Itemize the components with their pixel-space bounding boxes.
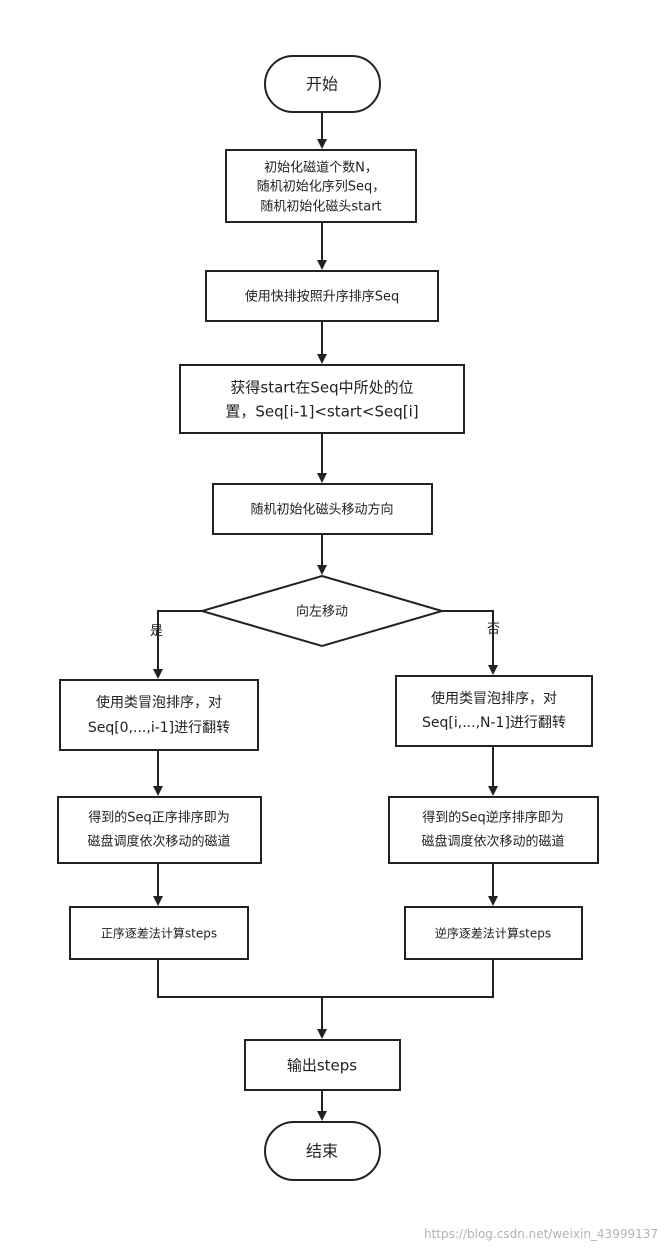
right-result-node: 得到的Seq逆序排序即为 磁盘调度依次移动的磁道	[388, 796, 599, 864]
connector-decision-right	[442, 610, 498, 675]
connector-right-calc-merge	[322, 959, 494, 998]
decision-node: 向左移动	[198, 574, 446, 648]
init-line-1: 初始化磁道个数N，	[264, 161, 378, 176]
left-calc-label: 正序逐差法计算steps	[101, 926, 217, 941]
right-calc-label: 逆序逐差法计算steps	[435, 926, 551, 941]
position-node: 获得start在Seq中所处的位 置，Seq[i-1]<start<Seq[i]	[179, 364, 465, 434]
output-label: 输出steps	[287, 1057, 357, 1075]
right-result-line-2: 磁盘调度依次移动的磁道	[421, 834, 564, 850]
end-node-label: 结束	[306, 1142, 338, 1161]
right-flip-node: 使用类冒泡排序，对 Seq[i,...,N-1]进行翻转	[395, 675, 593, 747]
watermark: https://blog.csdn.net/weixin_43999137	[424, 1227, 658, 1241]
right-calc-node: 逆序逐差法计算steps	[404, 906, 583, 960]
left-result-node: 得到的Seq正序排序即为 磁盘调度依次移动的磁道	[57, 796, 262, 864]
output-node: 输出steps	[244, 1039, 401, 1091]
left-result-line-2: 磁盘调度依次移动的磁道	[87, 834, 230, 850]
left-flip-line-1: 使用类冒泡排序，对	[96, 694, 222, 711]
right-result-line-1: 得到的Seq逆序排序即为	[422, 810, 564, 826]
left-flip-node: 使用类冒泡排序，对 Seq[0,...,i-1]进行翻转	[59, 679, 259, 751]
position-line-2: 置，Seq[i-1]<start<Seq[i]	[225, 403, 418, 421]
right-flip-line-1: 使用类冒泡排序，对	[431, 690, 557, 707]
sort-node-label: 使用快排按照升序排序Seq	[245, 289, 400, 305]
no-label: 否	[487, 622, 500, 637]
init-line-3: 随机初始化磁头start	[260, 200, 381, 215]
start-node: 开始	[264, 55, 381, 113]
left-calc-node: 正序逐差法计算steps	[69, 906, 249, 960]
init-node: 初始化磁道个数N， 随机初始化序列Seq， 随机初始化磁头start	[225, 149, 417, 223]
position-line-1: 获得start在Seq中所处的位	[230, 379, 413, 397]
decision-label: 向左移动	[296, 604, 348, 620]
start-node-label: 开始	[306, 75, 338, 94]
direction-init-node: 随机初始化磁头移动方向	[212, 483, 433, 535]
end-node: 结束	[264, 1121, 381, 1181]
left-result-line-1: 得到的Seq正序排序即为	[88, 810, 230, 826]
connector-decision-left	[153, 610, 202, 679]
right-flip-line-2: Seq[i,...,N-1]进行翻转	[422, 715, 566, 731]
left-flip-line-2: Seq[0,...,i-1]进行翻转	[88, 720, 230, 736]
sort-node: 使用快排按照升序排序Seq	[205, 270, 439, 322]
connector-left-calc-merge	[157, 959, 322, 998]
yes-label: 是	[150, 624, 163, 639]
init-line-2: 随机初始化序列Seq，	[257, 180, 386, 195]
direction-init-label: 随机初始化磁头移动方向	[250, 502, 393, 518]
